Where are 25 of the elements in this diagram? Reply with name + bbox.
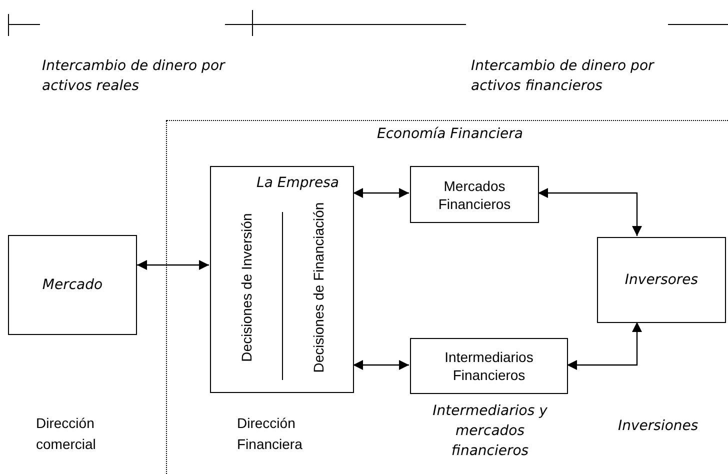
box-text: Inversores [624,270,698,290]
arrow [137,260,209,270]
text-label: Intercambio de dinero por activos reales [42,57,226,96]
process-box [410,338,568,394]
text-label: Inversiones [618,417,700,436]
region-title: Economía Financiera [377,125,523,144]
process-box [8,235,137,335]
arrow [567,322,642,370]
arrow [538,188,642,236]
rotated-text: Decisiones de Inversión [238,212,256,364]
box-text: Mercado [42,276,103,294]
box-text: Mercados Financieros [437,176,512,212]
arrow [353,360,409,370]
text-label: Dirección Financiera [237,414,304,454]
process-box [210,166,354,393]
process-box [597,237,726,323]
text-label: Intercambio de dinero por activos financieros [471,57,656,96]
text-label: Dirección comercial [36,414,97,454]
box-text: Intermediarios Financieros [444,348,534,384]
arrow [353,188,409,198]
rotated-text: Decisiones de Financiación [310,201,328,375]
box-title: La Empresa [256,174,339,193]
dotted-region [166,120,728,474]
process-box [410,166,539,223]
text-label: Intermediarios y mercados financieros [432,402,548,461]
